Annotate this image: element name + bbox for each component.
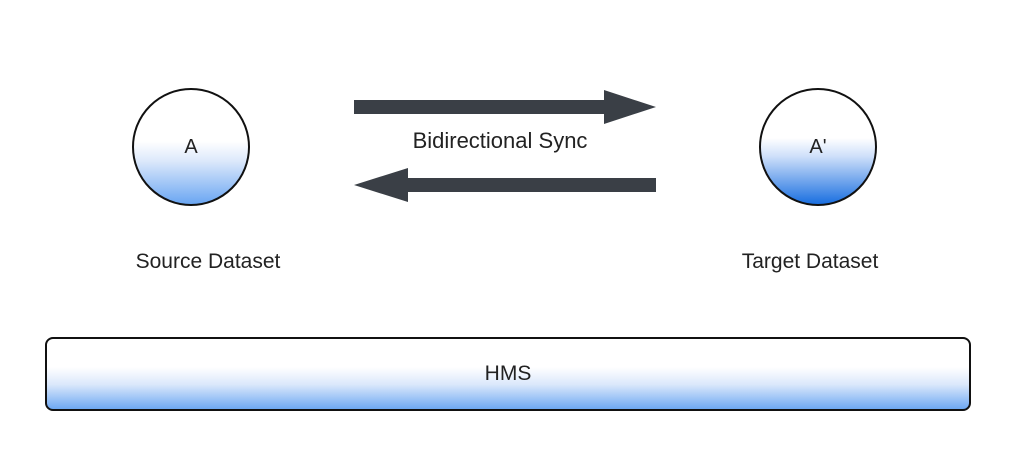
hms-label: HMS [484, 362, 532, 385]
source-dataset-label: Source Dataset [135, 250, 281, 273]
source-dataset-node: A [132, 88, 250, 206]
source-node-letter: A [184, 135, 198, 158]
backward-arrow [354, 168, 656, 202]
forward-arrow [354, 90, 656, 124]
target-dataset-label: Target Dataset [741, 250, 879, 273]
sync-arrows [354, 90, 656, 202]
target-node-letter: A' [809, 135, 827, 158]
hms-bar: HMS [45, 337, 971, 411]
sync-label: Bidirectional Sync [412, 128, 588, 153]
target-dataset-node: A' [759, 88, 877, 206]
